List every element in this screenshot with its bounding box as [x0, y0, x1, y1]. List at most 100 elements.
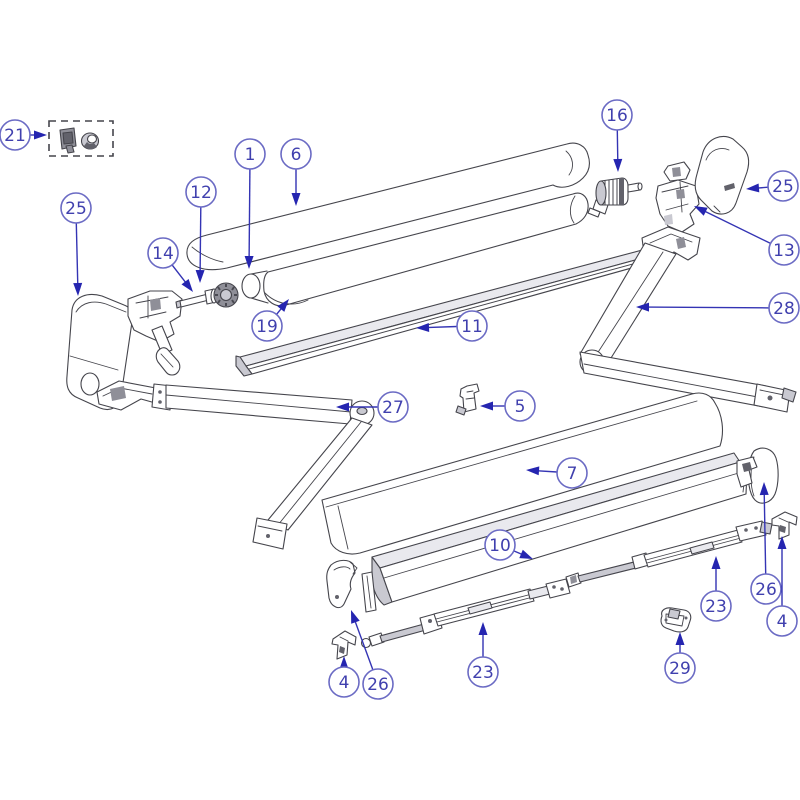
- callout-number: 13: [773, 241, 795, 261]
- callout-circle: [0, 119, 31, 151]
- part-case-bottom-rail: [235, 248, 654, 377]
- callout-number: 4: [339, 673, 350, 693]
- callout-circle: [766, 605, 798, 637]
- leader-arrow-icon: [519, 549, 533, 559]
- callout-25: 25: [746, 170, 799, 202]
- callout-1: 1: [234, 138, 266, 269]
- leader-arrow-icon: [336, 402, 349, 412]
- part-mounting-bracket-right: [655, 161, 700, 233]
- callout-number: 21: [4, 126, 26, 146]
- callout-28: 28: [636, 292, 800, 324]
- part-foot-cover-right: [736, 447, 779, 504]
- callout-number: 1: [245, 145, 256, 165]
- callout-number: 25: [65, 199, 87, 219]
- callout-14: 14: [147, 237, 193, 292]
- leader-arrow-icon: [746, 183, 760, 193]
- leader-arrow-icon: [416, 323, 430, 332]
- leader-arrow-icon: [526, 466, 540, 476]
- callout-circle: [467, 656, 499, 688]
- callout-6: 6: [280, 138, 312, 206]
- leader-line: [199, 206, 202, 274]
- part-tension-rafter-right: [565, 520, 773, 588]
- callout-circle: [328, 666, 360, 698]
- part-mounting-bracket-left: [127, 290, 183, 376]
- callout-number: 26: [367, 675, 389, 695]
- callout-circle: [700, 590, 732, 622]
- part-spring-arm-right: [579, 226, 797, 413]
- callout-circle: [768, 234, 800, 266]
- leader-arrow-icon: [480, 401, 493, 411]
- leader-arrow-icon: [777, 536, 787, 549]
- callout-circle: [147, 237, 179, 269]
- callout-4: 4: [766, 536, 798, 637]
- callout-circle: [556, 457, 588, 489]
- callout-number: 29: [669, 659, 691, 679]
- callout-29: 29: [664, 632, 696, 684]
- callout-16: 16: [601, 99, 633, 172]
- callout-number: 12: [190, 183, 212, 203]
- callout-19: 19: [251, 299, 289, 342]
- leader-arrow-icon: [759, 482, 769, 496]
- leader-line: [535, 470, 558, 473]
- callout-26: 26: [750, 482, 782, 605]
- callout-circle: [664, 652, 696, 684]
- leader-arrow-icon: [351, 610, 360, 624]
- callout-5: 5: [480, 390, 536, 422]
- callout-23: 23: [700, 556, 732, 622]
- part-rail-bracket: [660, 607, 692, 633]
- callout-circle: [280, 138, 312, 170]
- callout-number: 27: [382, 398, 404, 418]
- callout-number: 28: [773, 299, 795, 319]
- leader-arrow-icon: [478, 622, 488, 635]
- part-motor-drive-unit: [587, 177, 643, 218]
- leader-arrow-icon: [675, 632, 685, 645]
- leader-arrow-icon: [636, 302, 649, 312]
- callout-number: 25: [772, 177, 794, 197]
- part-end-cover-right: [694, 135, 750, 215]
- leader-line: [353, 619, 374, 671]
- leader-arrow-icon: [694, 206, 708, 216]
- callout-7: 7: [526, 457, 588, 489]
- callout-number: 11: [461, 317, 483, 337]
- callout-12: 12: [185, 176, 217, 283]
- leader-arrow-icon: [244, 256, 254, 269]
- leader-arrow-icon: [181, 279, 193, 292]
- part-tension-rafter-left: [360, 578, 571, 649]
- callout-number: 10: [489, 536, 511, 556]
- leader-line: [702, 209, 771, 245]
- part-fixing-kit: [48, 120, 114, 157]
- part-lead-rail: [361, 452, 748, 613]
- callout-11: 11: [416, 310, 488, 342]
- leader-arrow-icon: [291, 193, 301, 206]
- callout-circle: [601, 99, 633, 131]
- leader-arrow-icon: [73, 282, 83, 296]
- callout-number: 19: [256, 317, 278, 337]
- part-clamp-right: [771, 511, 798, 540]
- callout-number: 16: [606, 106, 628, 126]
- callout-circle: [234, 138, 266, 170]
- callout-circle: [185, 176, 217, 208]
- callout-circle: [60, 192, 92, 224]
- callout-26: 26: [351, 610, 394, 700]
- callout-25: 25: [60, 192, 92, 296]
- callout-number: 23: [705, 597, 727, 617]
- part-crank-knob: [210, 282, 239, 308]
- callout-number: 6: [291, 145, 302, 165]
- leader-line: [425, 325, 458, 329]
- leader-line: [763, 491, 767, 575]
- callout-number: 23: [472, 663, 494, 683]
- leader-line: [248, 168, 251, 260]
- callout-number: 26: [755, 580, 777, 600]
- callout-circle: [504, 390, 536, 422]
- callout-circle: [456, 310, 488, 342]
- callout-circle: [767, 170, 799, 202]
- callout-circle: [484, 529, 516, 561]
- callout-circle: [251, 310, 283, 342]
- part-support-clip: [455, 383, 480, 416]
- leader-line: [645, 306, 770, 309]
- leader-arrow-icon: [277, 299, 289, 312]
- callout-number: 5: [515, 397, 526, 417]
- leader-arrow-icon: [339, 656, 349, 669]
- part-awning-fabric: [321, 392, 724, 555]
